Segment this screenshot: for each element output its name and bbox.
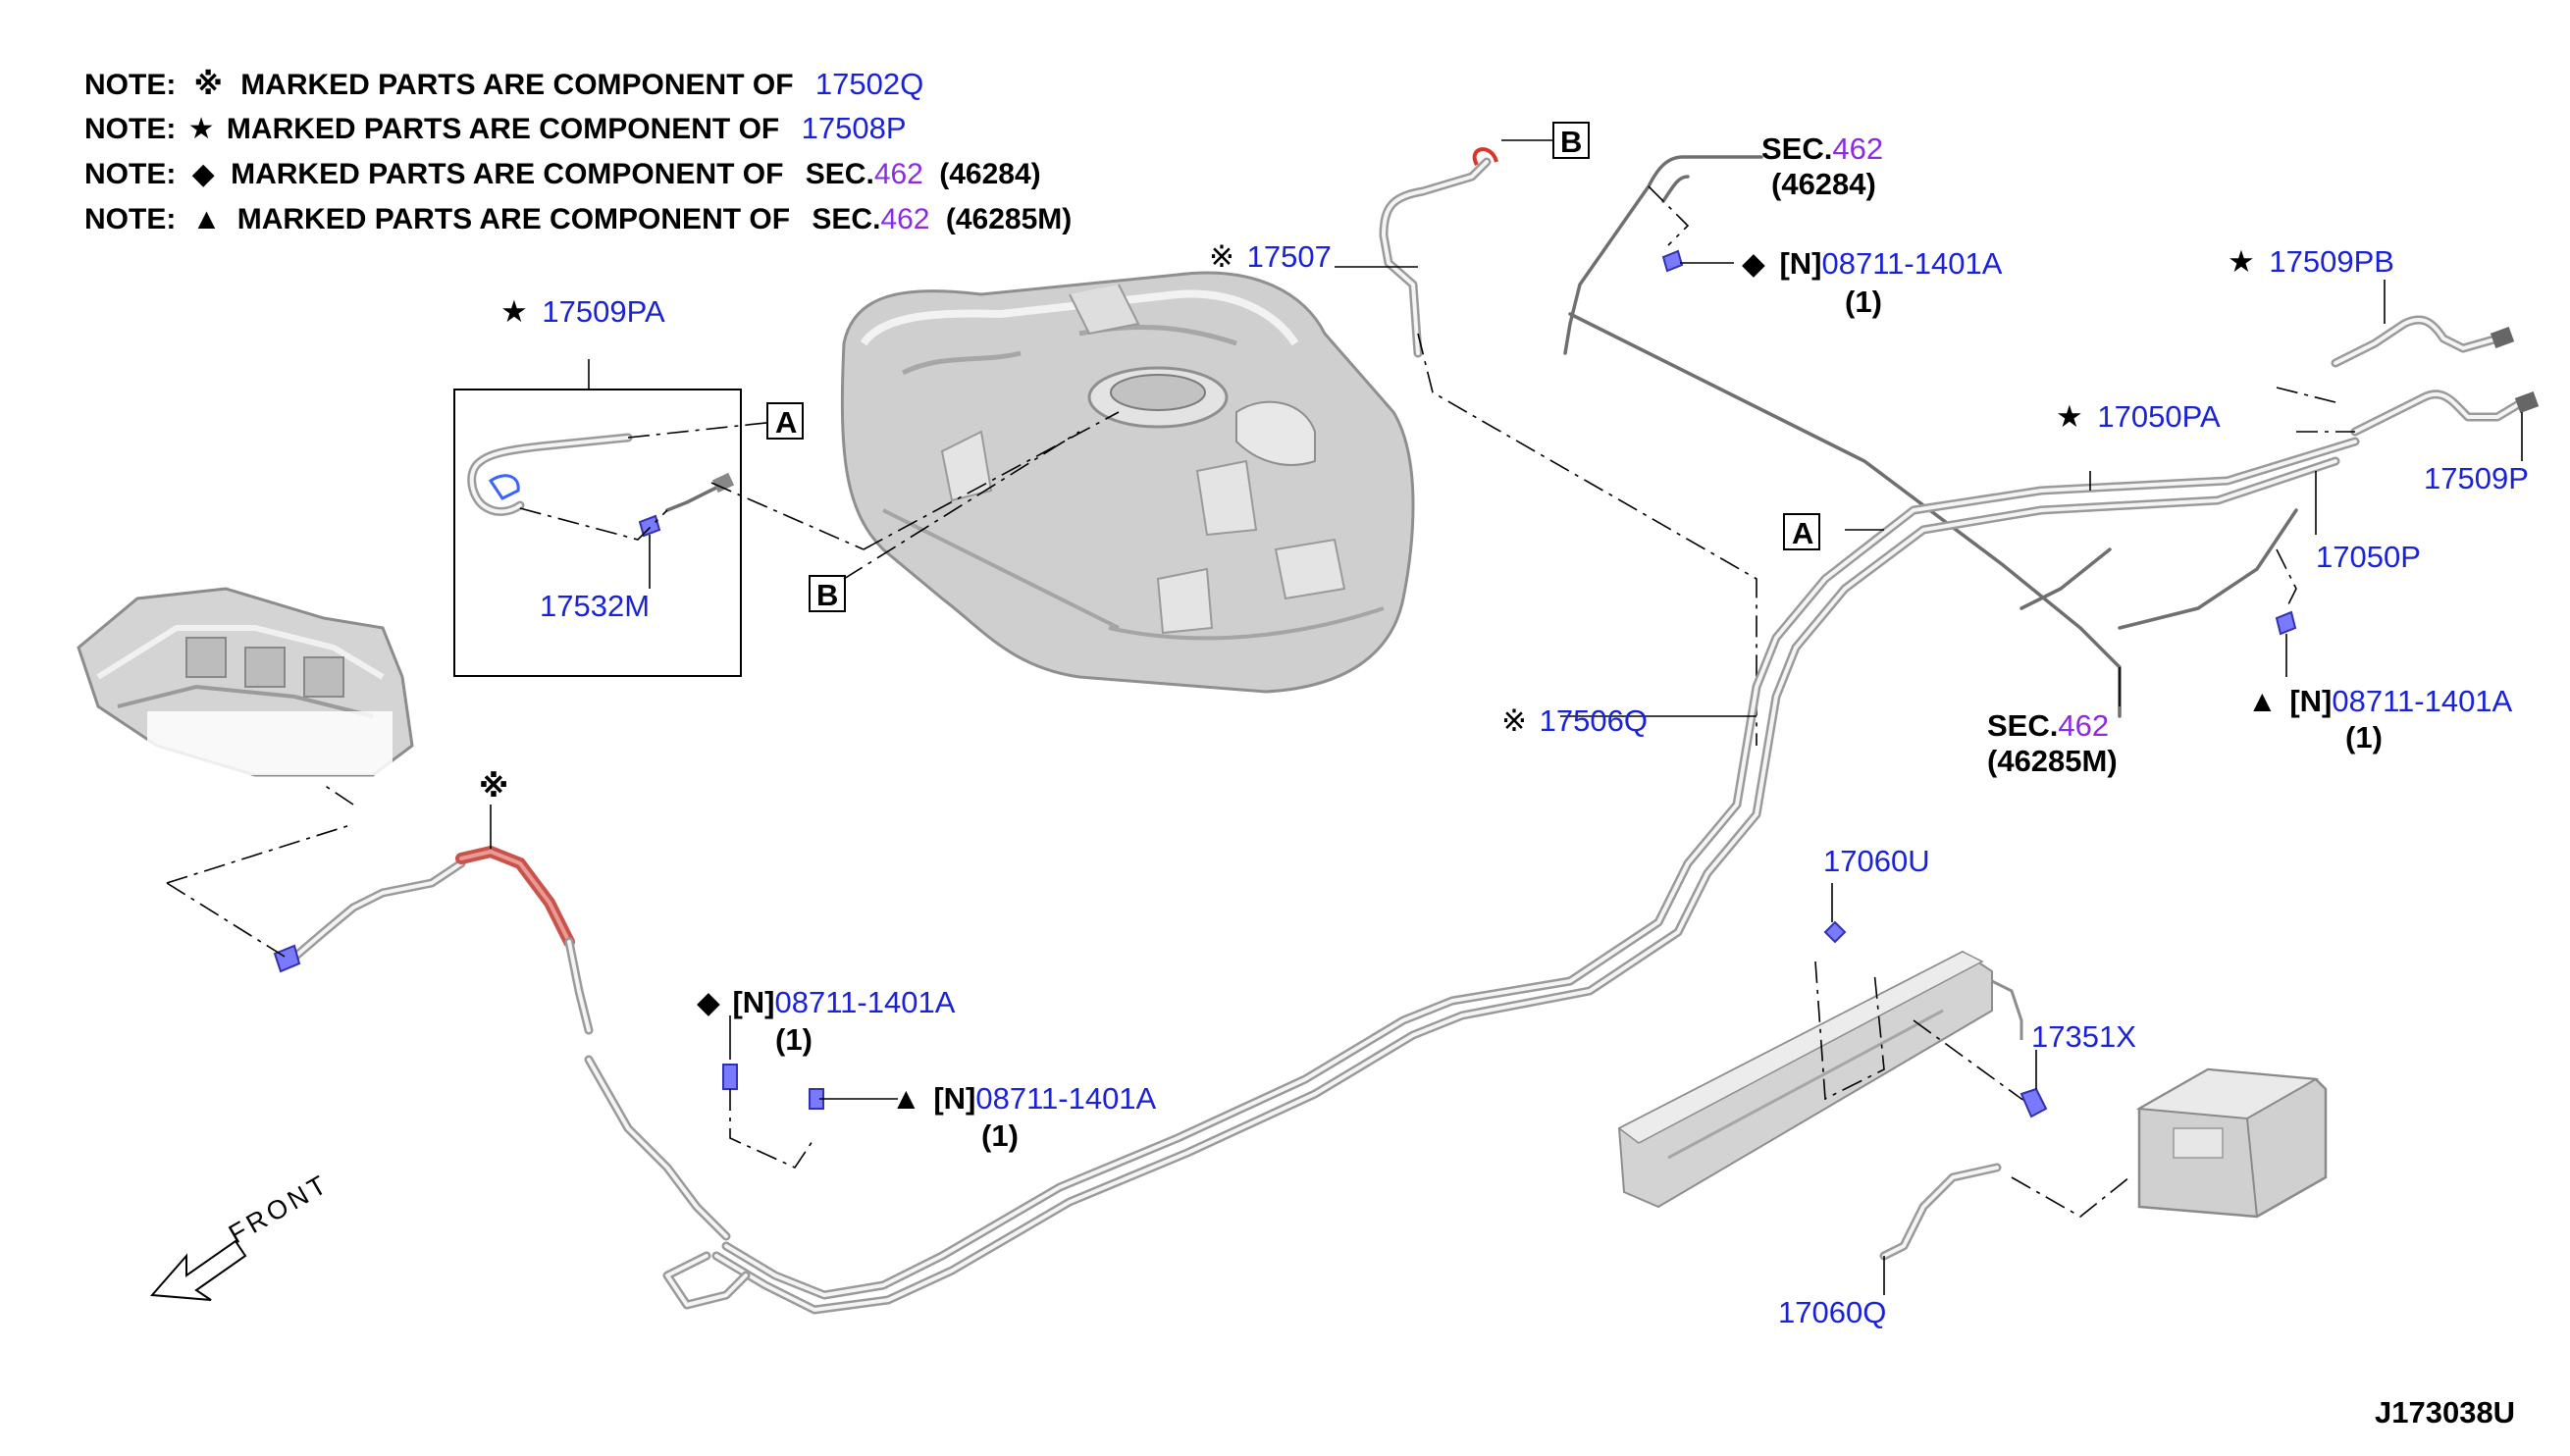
front-arrow: FRONT [149,1169,335,1301]
note-2-part-link[interactable]: 17508P [802,111,907,145]
note-4: NOTE: ▲ MARKED PARTS ARE COMPONENT OF SE… [84,203,1072,235]
label-17509PB[interactable]: ★ 17509PB [2228,244,2394,279]
label-17050PA[interactable]: ★ 17050PA [2056,399,2221,434]
label-17351X[interactable]: 17351X [2031,1019,2136,1054]
callout-b-top: B [1552,122,1590,159]
label-17050P[interactable]: 17050P [2316,540,2421,574]
clip-qty-top: (1) [1845,285,1882,319]
clip-qty-left-2: (1) [981,1118,1019,1153]
main-fuel-pipes [711,437,2360,1315]
note-4-section-link[interactable]: 462 [880,203,929,235]
inset-box-vent-hose [453,359,776,677]
section-46285M-sub: (46285M) [1987,744,2118,778]
clip-qty-right: (1) [2345,720,2383,754]
note-1: NOTE: ※ MARKED PARTS ARE COMPONENT OF 17… [84,67,923,101]
callout-a-right: A [1783,513,1820,550]
fuel-tank-illustration [840,271,1415,694]
label-17506Q[interactable]: ※ 17506Q [1501,703,1648,738]
svg-text:A: A [775,405,797,440]
clip-qty-left-1: (1) [775,1022,813,1057]
label-17509P[interactable]: 17509P [2424,461,2529,495]
bracket-17060U [1617,883,2048,1209]
engine-illustration [77,587,414,777]
label-17532M[interactable]: 17532M [540,589,650,623]
note-3-section-link[interactable]: 462 [874,158,923,190]
notes-block: NOTE: ※ MARKED PARTS ARE COMPONENT OF 17… [84,67,1072,235]
clip-label-left-1[interactable]: ◆ [N]08711-1401A [697,985,956,1019]
clip-label-left-2[interactable]: ▲ [N]08711-1401A [891,1081,1157,1116]
callout-b-left: B [710,411,1120,612]
pipe-17507 [1335,139,1757,746]
canister [2011,1067,2328,1219]
clip-label-top[interactable]: ◆ [N]08711-1401A [1742,246,2003,281]
label-17509PA[interactable]: ★ 17509PA [500,294,665,329]
label-17507[interactable]: ※ 17507 [1209,239,1332,274]
section-46284-label[interactable]: SEC.462 [1761,131,1883,166]
label-17502Q-mark: ※ [479,769,508,804]
hose-17502Q [166,784,751,1310]
clip-right [2275,548,2297,677]
svg-text:B: B [1560,125,1582,159]
diagram-id: J173038U [2375,1395,2515,1430]
label-17060U[interactable]: 17060U [1823,844,1930,878]
label-17060Q[interactable]: 17060Q [1778,1295,1886,1329]
section-46284-sub: (46284) [1771,167,1876,201]
section-46284-lines [1563,155,2122,718]
section-46285M-label[interactable]: SEC.462 [1987,708,2109,743]
hose-17060Q [1879,1163,2002,1295]
note-3: NOTE: ◆ MARKED PARTS ARE COMPONENT OF SE… [84,158,1041,190]
callout-a-left: A [766,402,804,440]
clips-lower-left [722,1015,898,1170]
clip-label-right[interactable]: ▲ [N]08711-1401A [2247,684,2513,718]
note-1-part-link[interactable]: 17502Q [815,67,923,101]
svg-text:B: B [816,578,838,612]
hoses-17509 [2276,280,2540,461]
front-label: FRONT [224,1169,335,1249]
note-2: NOTE: ★ MARKED PARTS ARE COMPONENT OF 17… [84,111,907,145]
svg-text:A: A [1792,516,1813,550]
